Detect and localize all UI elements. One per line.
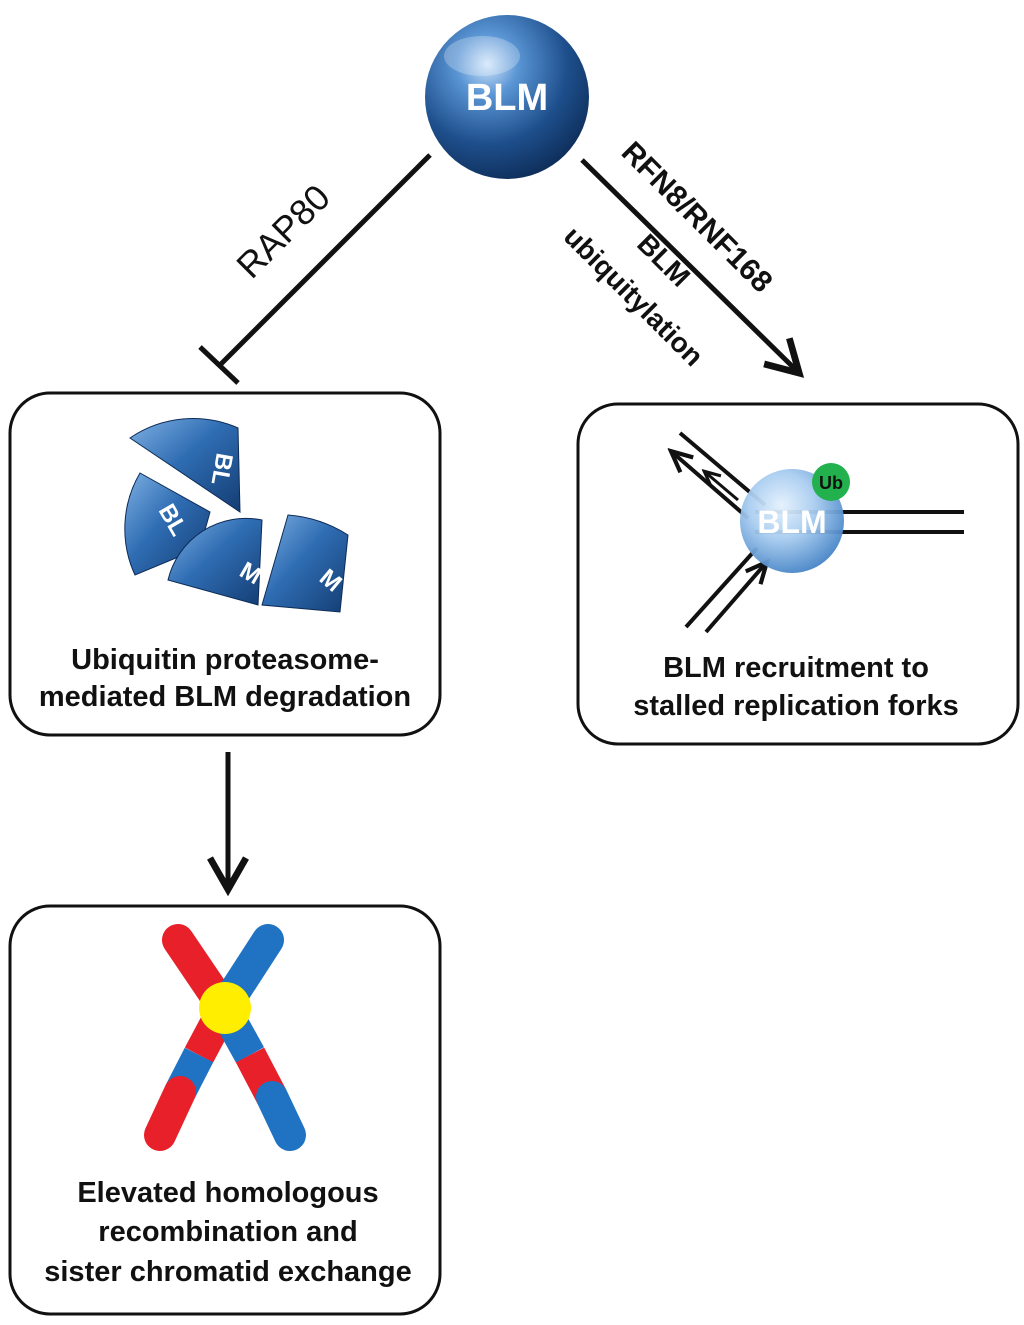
chromosome-icon [144, 924, 306, 1151]
chromatid-right-lower-blue2 [256, 1081, 306, 1151]
ubiquitin-badge: Ub [812, 463, 850, 501]
blm-fragment-4: M [261, 514, 349, 613]
top-blm-node: BLM [425, 15, 589, 179]
degradation-box: BL BL M M Ubiquitin proteasome- mediated… [8, 391, 442, 737]
degradation-caption-line2: mediated BLM degradation [39, 681, 411, 713]
blm-fragment-1-letters: BL [206, 451, 238, 487]
activation-line [580, 158, 805, 378]
recombination-box-frame [8, 904, 442, 1316]
blm-fragment-3: M [167, 517, 266, 606]
fork-caption-line1: BLM recruitment to [663, 652, 929, 684]
recombination-box: Elevated homologous recombination and si… [8, 904, 442, 1316]
top-blm-sphere [425, 15, 589, 179]
recombination-caption-line2: recombination and [98, 1216, 357, 1248]
blm-fragment-1: BL [129, 418, 241, 513]
ubiquitin-badge-circle [812, 463, 850, 501]
fork-blm-label: BLM [757, 504, 826, 540]
inhibition-line [218, 153, 432, 367]
centromere [199, 982, 251, 1034]
activation-edge: RFN8/RNF168 BLM ubiquitylation [558, 135, 805, 378]
chromatid-left-lower-red2 [144, 1076, 196, 1151]
fork-box-frame [576, 402, 1020, 746]
activation-label-secondary-line2: ubiquitylation [558, 220, 710, 372]
top-blm-label: BLM [466, 77, 548, 119]
degradation-caption-line1: Ubiquitin proteasome- [71, 644, 379, 676]
recombination-caption-line3: sister chromatid exchange [44, 1256, 411, 1288]
recombination-caption-line1: Elevated homologous [77, 1177, 378, 1209]
ubiquitin-badge-label: Ub [819, 473, 843, 493]
inhibition-edge: RAP80 [198, 153, 432, 385]
inhibition-label: RAP80 [228, 176, 338, 286]
inhibition-bar [198, 345, 240, 385]
fork-box: BLM Ub BLM recruitment to stalled replic… [576, 402, 1020, 746]
top-blm-highlight [444, 36, 520, 76]
fork-caption-line2: stalled replication forks [633, 690, 959, 722]
